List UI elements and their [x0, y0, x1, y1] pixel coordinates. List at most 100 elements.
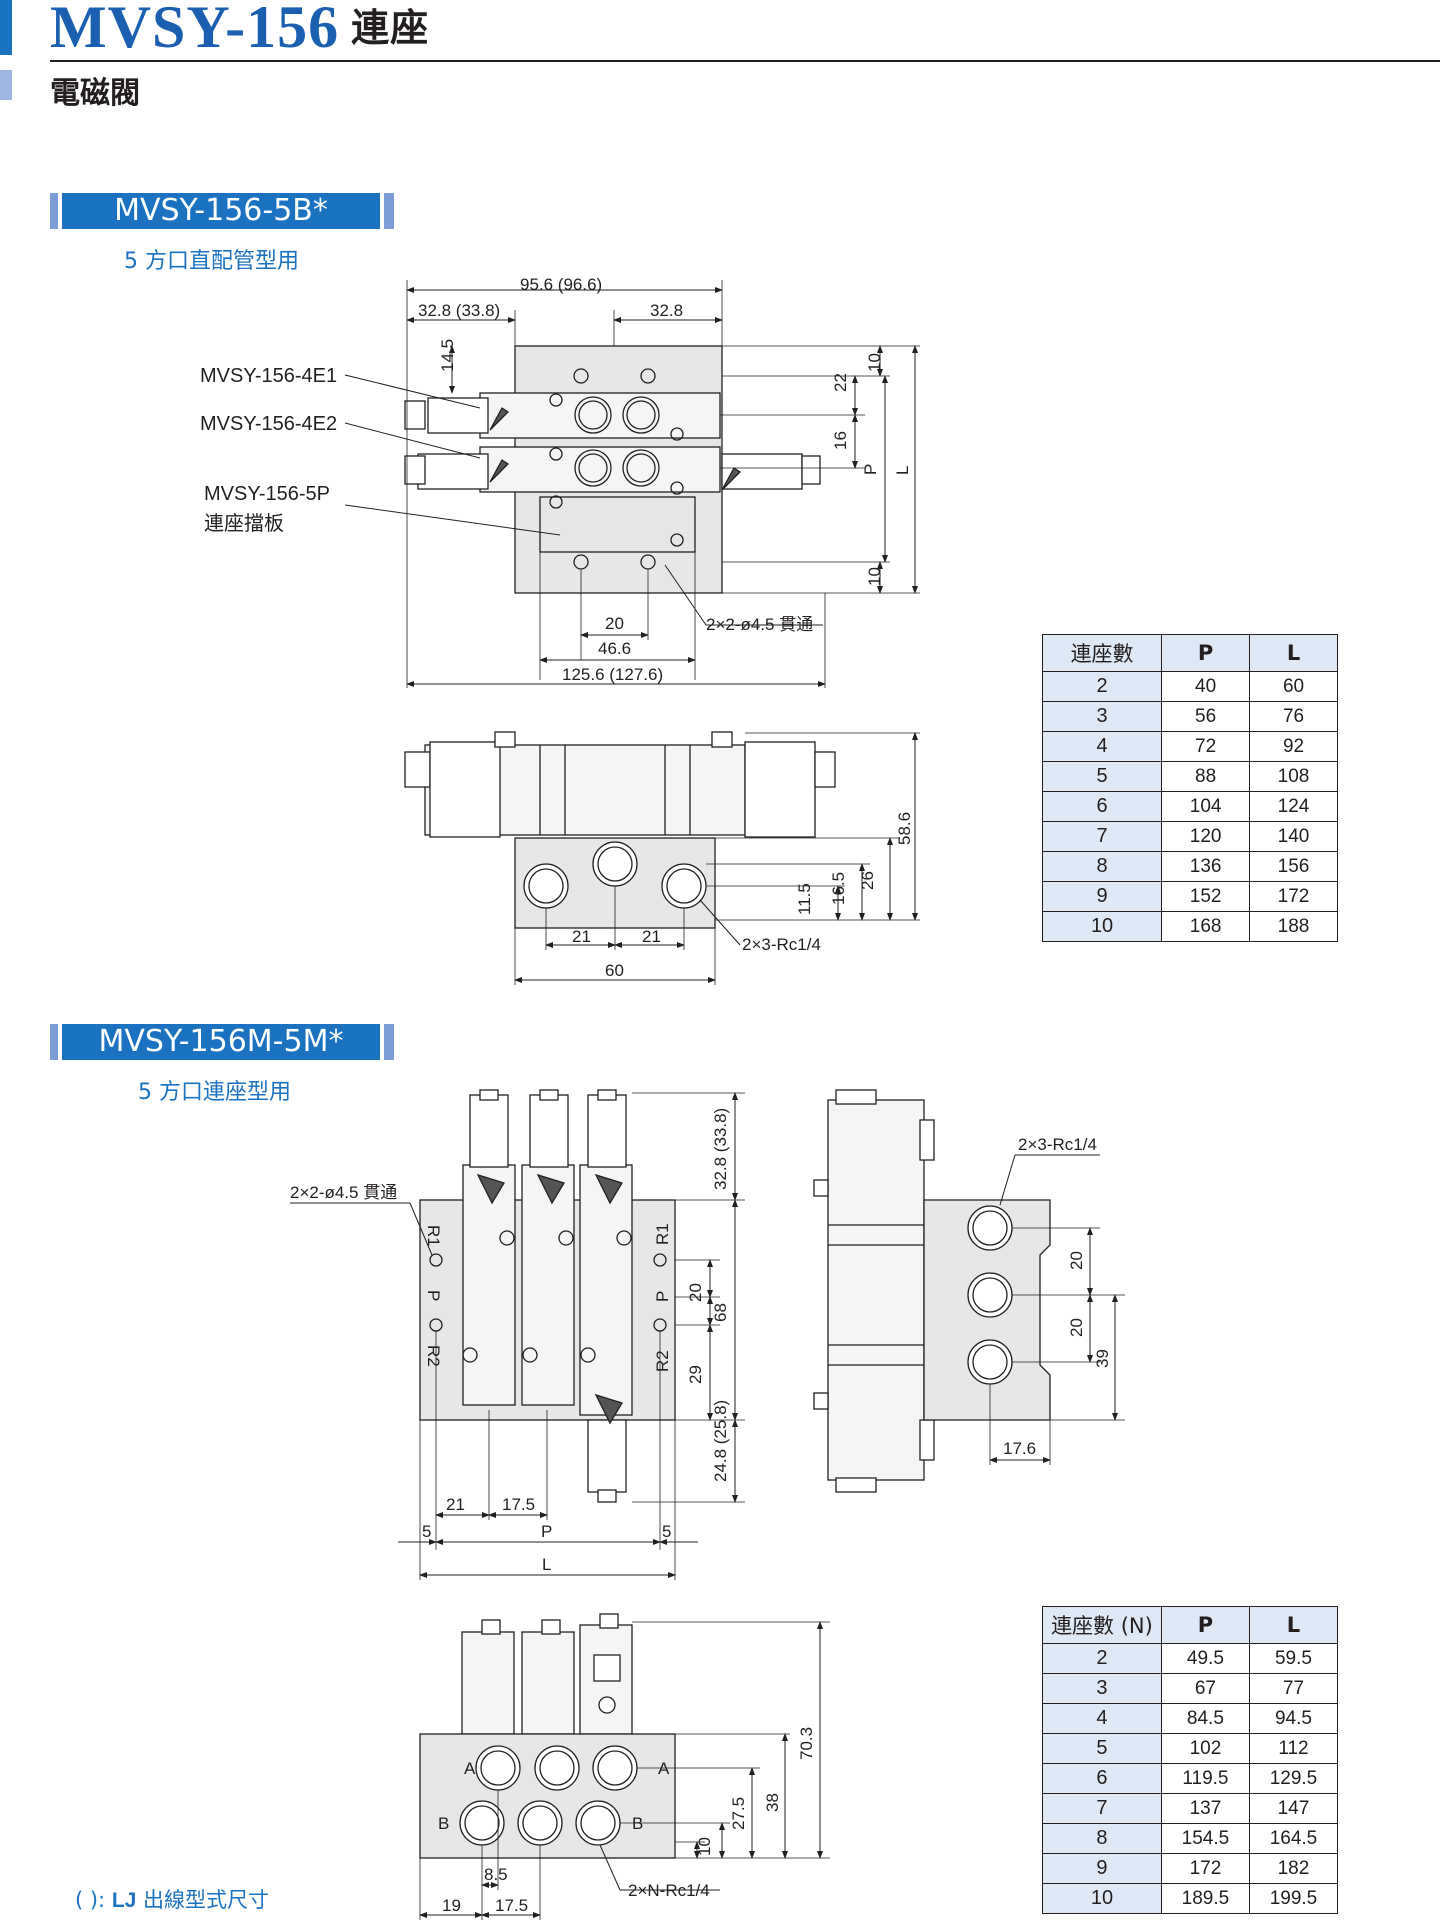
s1-front-view-labels: 58.6 26 16.5 11.5 21 21 60 2×3-Rc1/4 [572, 812, 914, 980]
table-header-cell: 連座數 (N) [1042, 1606, 1162, 1644]
table-cell: 104 [1161, 791, 1251, 822]
banner-right-cap [384, 193, 394, 229]
table-cell: 49.5 [1160, 1643, 1250, 1674]
dim-side-20a: 20 [1067, 1251, 1086, 1270]
table-cell: 92 [1249, 731, 1338, 762]
table-cell: 168 [1161, 911, 1251, 942]
section2-banner-text: MVSY-156M-5M* [98, 1024, 344, 1059]
dim-P: P [541, 1522, 552, 1541]
table-cell: 108 [1249, 761, 1338, 792]
dim-26: 26 [858, 871, 877, 890]
section1-banner-text: MVSY-156-5B* [114, 193, 328, 228]
label-part-5p-cn: 連座擋板 [204, 512, 284, 535]
table-cell: 56 [1161, 701, 1251, 732]
dim-60: 60 [605, 961, 624, 980]
table-cell: 172 [1160, 1853, 1250, 1884]
dim-L: L [893, 466, 912, 475]
table-cell: 7 [1042, 1793, 1162, 1824]
dim-top-left: 32.8 (33.8) [418, 301, 500, 320]
label-port-note-side: 2×3-Rc1/4 [1018, 1135, 1097, 1154]
dim-70-3: 70.3 [797, 1727, 816, 1760]
dim-21b: 21 [642, 927, 661, 946]
dim-20: 20 [605, 614, 624, 633]
label-part-4e2: MVSY-156-4E2 [200, 413, 337, 435]
table-cell: 119.5 [1160, 1763, 1250, 1794]
section1-caption: 5 方口直配管型用 [124, 249, 299, 274]
table-cell: 59.5 [1248, 1643, 1339, 1674]
banner-right-cap [384, 1024, 394, 1060]
table-cell: 77 [1248, 1673, 1339, 1704]
label-R1-right: R1 [653, 1223, 672, 1245]
table-header-row: 連座數 (N) P L [1042, 1606, 1339, 1644]
table-cell: 2 [1042, 1643, 1162, 1674]
s1-front-view [404, 731, 920, 985]
footnote-code: LJ [111, 1889, 137, 1912]
dim-46-6: 46.6 [598, 639, 631, 658]
table-cell: 60 [1249, 671, 1338, 702]
table-cell: 112 [1248, 1733, 1339, 1764]
label-R2-left: R2 [424, 1345, 443, 1367]
table-cell: 129.5 [1248, 1763, 1339, 1794]
table-cell: 6 [1041, 791, 1163, 822]
table-cell: 88 [1161, 761, 1251, 792]
label-A-left: A [464, 1759, 476, 1778]
label-R2-right: R2 [653, 1350, 672, 1372]
table-header-row: 連座數 P L [1041, 634, 1338, 672]
dim-10: 10 [695, 1837, 714, 1856]
footnote-prefix: ( ): [75, 1888, 106, 1912]
label-part-5p: MVSY-156-5P [204, 483, 330, 505]
dim-P: P [861, 464, 880, 475]
dim-5a: 5 [422, 1522, 431, 1541]
dim-14-5: 14.5 [438, 339, 457, 372]
dim-24-8: 24.8 (25.8) [711, 1400, 730, 1482]
table-cell: 182 [1248, 1853, 1339, 1884]
dim-10a: 10 [865, 353, 884, 372]
table-cell: 156 [1249, 851, 1338, 882]
label-P-left: P [424, 1290, 443, 1301]
table-cell: 137 [1160, 1793, 1250, 1824]
table-header-cell: P [1160, 1606, 1250, 1644]
table-cell: 152 [1161, 881, 1251, 912]
table-cell: 188 [1249, 911, 1338, 942]
dim-38: 38 [763, 1793, 782, 1812]
dim-8-5: 8.5 [484, 1865, 508, 1884]
banner-left-cap [50, 193, 58, 229]
s2-side-view-labels: 2×3-Rc1/4 20 20 39 17.6 [1003, 1135, 1112, 1458]
label-R1-left: R1 [424, 1225, 443, 1247]
table-cell: 10 [1042, 1883, 1162, 1914]
table-cell: 94.5 [1248, 1703, 1339, 1734]
dim-11-5: 11.5 [795, 883, 814, 915]
table-cell: 4 [1041, 731, 1163, 762]
table-cell: 72 [1161, 731, 1251, 762]
header-accent-bar-light [0, 70, 12, 100]
table-cell: 40 [1161, 671, 1251, 702]
s1-top-view [344, 280, 920, 688]
table-cell: 136 [1161, 851, 1251, 882]
dim-32-8: 32.8 (33.8) [711, 1108, 730, 1190]
dim-68: 68 [711, 1303, 730, 1322]
s2-top-view-labels: 2×2-ø4.5 貫通 R1 P R2 R1 P R2 20 29 68 32.… [290, 1108, 730, 1574]
dim-29: 29 [686, 1365, 705, 1384]
dim-17-5b: 17.5 [495, 1896, 528, 1915]
dim-16-5: 16.5 [829, 872, 848, 905]
dim-17-5: 17.5 [502, 1495, 535, 1514]
dim-top-right: 32.8 [650, 301, 683, 320]
banner-left-cap [50, 1024, 58, 1060]
header-rule [50, 60, 1440, 62]
header-accent-bar [0, 0, 12, 55]
footnote: ( ): LJ 出線型式尺寸 [75, 1884, 269, 1914]
table-cell: 9 [1042, 1853, 1162, 1884]
table-cell: 199.5 [1248, 1883, 1339, 1914]
table-cell: 8 [1042, 1823, 1162, 1854]
